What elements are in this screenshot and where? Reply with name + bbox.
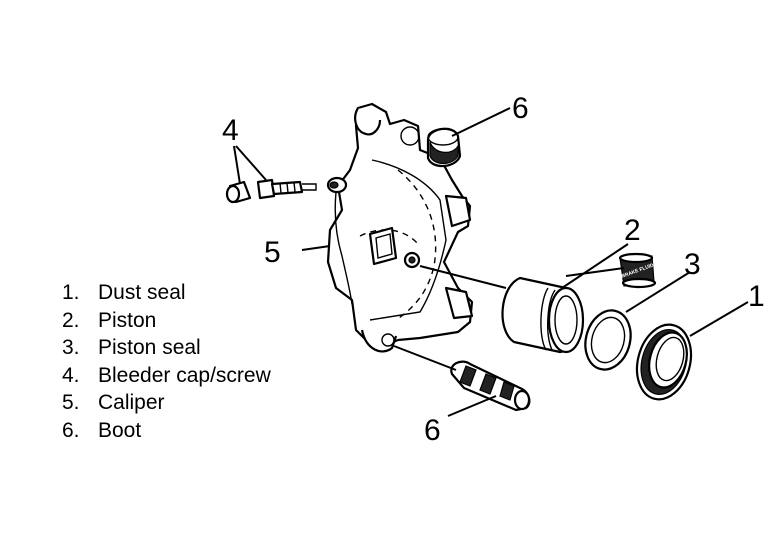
piston-seal (584, 309, 632, 371)
brake-fluid-container: BRAKE FLUID (618, 252, 657, 289)
legend-item: 2.Piston (62, 308, 157, 332)
callout-piston-seal: 3 (684, 248, 701, 281)
legend-item: 5.Caliper (62, 391, 165, 415)
boot-top (426, 127, 462, 168)
bleeder-screw (256, 178, 317, 200)
callout-boot-bottom: 6 (424, 414, 441, 447)
leader-lines (233, 107, 749, 417)
legend-item: 4.Bleeder cap/screw (62, 363, 271, 387)
legend-item: 6.Boot (62, 418, 142, 442)
parts-legend: 1.Dust seal 2.Piston 3.Piston seal 4.Ble… (62, 279, 271, 445)
callout-boot-top: 6 (512, 92, 529, 125)
callout-bleeder: 4 (222, 114, 239, 147)
callout-dust-seal: 1 (748, 280, 765, 313)
legend-item: 3.Piston seal (62, 336, 201, 360)
callout-caliper: 5 (264, 236, 281, 269)
dust-seal (635, 323, 693, 401)
boot-bottom (450, 360, 531, 412)
piston (501, 276, 585, 354)
callout-piston: 2 (624, 214, 641, 247)
bleeder-cap (225, 180, 252, 204)
legend-item: 1.Dust seal (62, 281, 186, 304)
